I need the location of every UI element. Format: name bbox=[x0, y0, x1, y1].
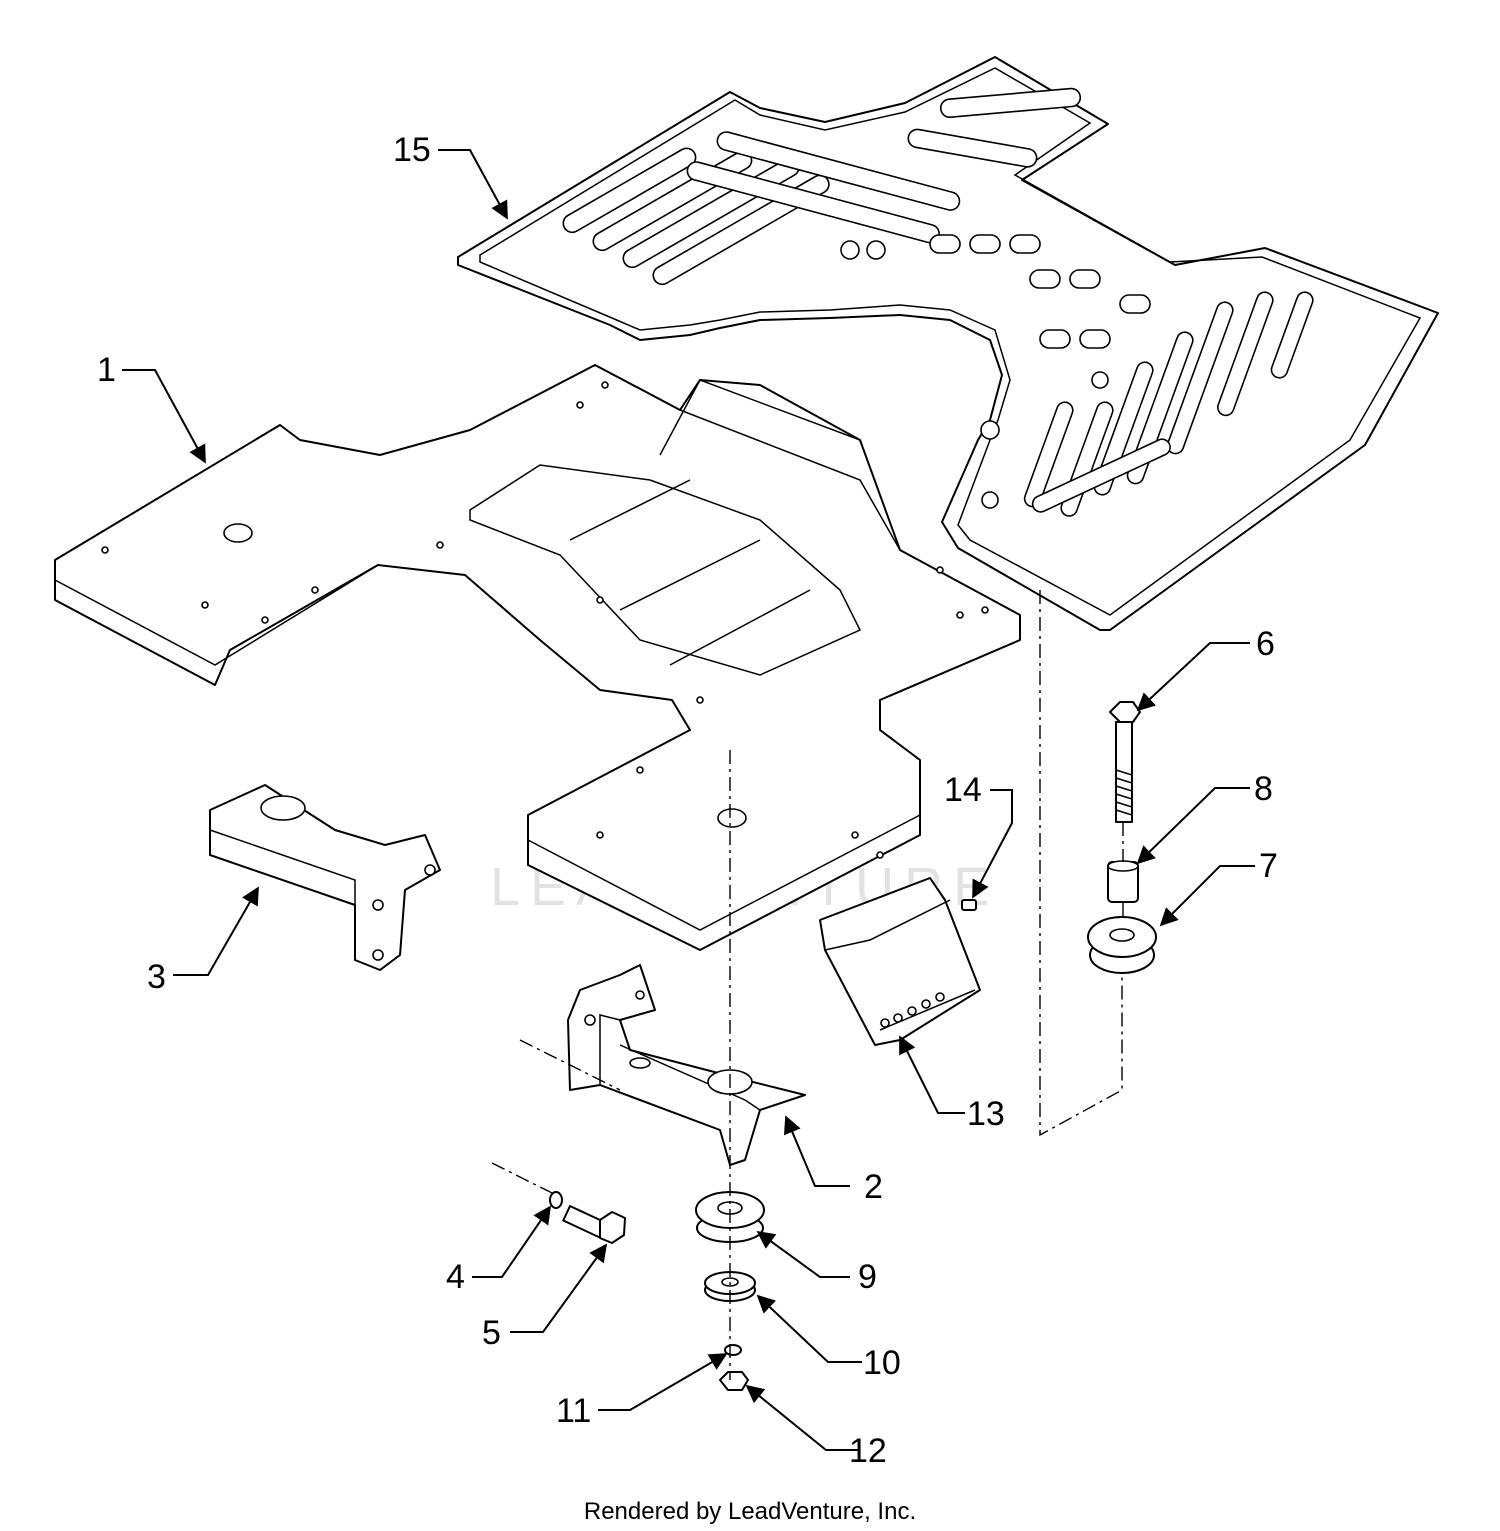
callout-11: 11 bbox=[556, 1392, 591, 1430]
part-1-floor-panel bbox=[54, 364, 1021, 951]
callout-9: 9 bbox=[858, 1258, 877, 1296]
part-13-plate bbox=[819, 877, 981, 1046]
leader-lines bbox=[122, 149, 1255, 1451]
callout-12: 12 bbox=[849, 1432, 887, 1470]
part-5-bolt bbox=[562, 1205, 626, 1244]
assembly-lines bbox=[491, 590, 1124, 1380]
callout-5: 5 bbox=[482, 1314, 501, 1352]
footer-credit: Rendered by LeadVenture, Inc. bbox=[584, 1498, 916, 1525]
part-14-screw bbox=[961, 899, 977, 911]
part-7-isolator bbox=[1087, 916, 1157, 974]
callout-2: 2 bbox=[864, 1168, 883, 1206]
callout-10: 10 bbox=[863, 1344, 901, 1382]
part-2-bracket bbox=[567, 964, 806, 1166]
callout-15: 15 bbox=[393, 131, 431, 169]
callout-7: 7 bbox=[1259, 847, 1278, 885]
part-6-bolt bbox=[1109, 701, 1141, 823]
part-15-floor-mat bbox=[457, 56, 1439, 631]
callout-13: 13 bbox=[967, 1095, 1005, 1133]
callout-1: 1 bbox=[97, 351, 116, 389]
callout-labels: 1 2 3 4 5 6 7 8 9 10 11 12 13 14 15 bbox=[97, 131, 1278, 1470]
callout-3: 3 bbox=[147, 958, 166, 996]
callout-8: 8 bbox=[1254, 770, 1273, 808]
callout-6: 6 bbox=[1256, 625, 1275, 663]
callout-4: 4 bbox=[446, 1258, 465, 1296]
callout-14: 14 bbox=[944, 771, 982, 809]
part-11-lock-washer bbox=[724, 1344, 742, 1356]
part-3-bracket bbox=[209, 784, 441, 971]
part-12-nut bbox=[719, 1371, 749, 1391]
part-8-spacer bbox=[1107, 860, 1139, 903]
part-4-lock-washer bbox=[549, 1191, 563, 1209]
